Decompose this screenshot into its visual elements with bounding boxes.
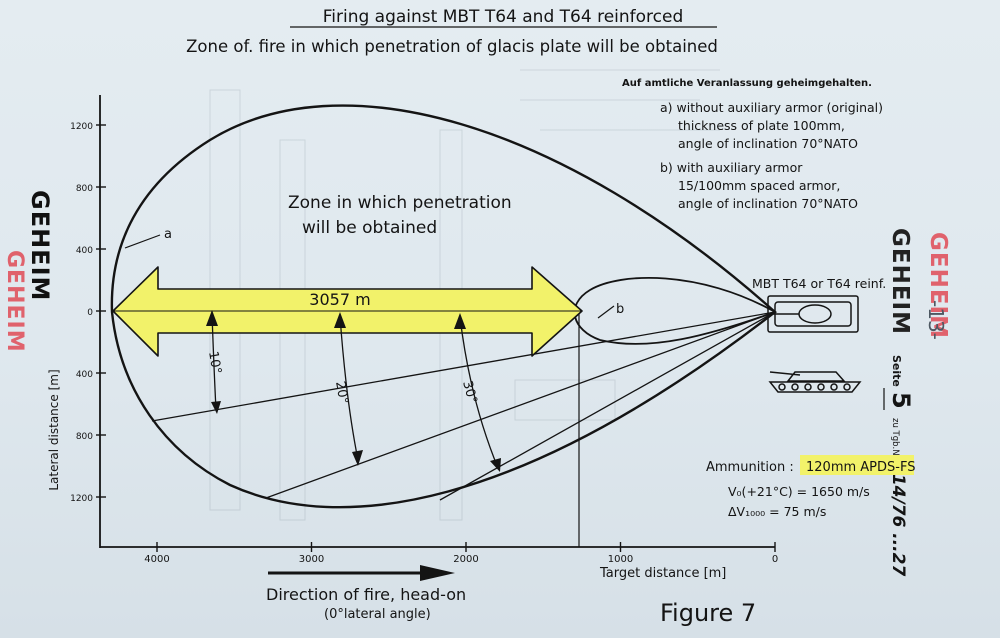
direction-arrow-head <box>420 565 455 581</box>
ammunition-value: 120mm APDS-FS <box>806 460 915 475</box>
seite-handwritten: 114/76 ...27 <box>888 462 908 576</box>
ammunition-dv: ΔV₁₀₀₀ = 75 m/s <box>728 504 826 519</box>
classification-note: Auf amtliche Veranlassung geheimgehalten… <box>622 78 872 89</box>
direction-sublabel: (0°lateral angle) <box>324 607 431 622</box>
y-tick-label: 800 <box>76 432 93 442</box>
y-tick-label: 800 <box>76 184 93 194</box>
y-axis-ticks: 1200 800 400 0 400 800 1200 <box>70 122 106 504</box>
ammunition-v0: V₀(+21°C) = 1650 m/s <box>728 484 870 499</box>
seite-label: Seite <box>890 355 903 387</box>
y-tick-label: 0 <box>87 308 93 318</box>
seite-number: 5 <box>887 392 915 409</box>
seite-ref: zu Tgb.Nr. <box>890 418 900 461</box>
y-axis-label: Lateral distance [m] <box>47 369 61 490</box>
geheim-stamp-right-red: GEHEIM <box>925 232 951 339</box>
zone-label: Zone in which penetration will be obtain… <box>288 193 517 238</box>
target-label: MBT T64 or T64 reinf. <box>752 276 886 291</box>
y-tick-label: 400 <box>76 246 93 256</box>
figure-caption: Figure 7 <box>660 599 756 627</box>
y-tick-label: 1200 <box>70 494 93 504</box>
tank-top-view-icon <box>767 295 859 333</box>
angle-arc-heads <box>206 310 501 472</box>
zone-label-line-2: will be obtained <box>302 218 437 238</box>
x-tick-label: 0 <box>772 554 778 565</box>
legend-a-line-1: a) without auxiliary armor (original) <box>660 100 883 115</box>
seite-stamp: Seite 5 zu Tgb.Nr. 114/76 ...27 <box>883 355 915 576</box>
zone-label-line-1: Zone in which penetration <box>288 193 512 213</box>
curve-b-label: b <box>616 302 624 317</box>
angle-label-30: 30° <box>459 379 479 405</box>
x-tick-label: 4000 <box>144 554 169 565</box>
legend-a-line-3: angle of inclination 70°NATO <box>678 136 858 151</box>
geheim-stamp-red: GEHEIM <box>2 250 27 353</box>
x-tick-label: 1000 <box>608 554 633 565</box>
distance-marker: 3057 m <box>309 290 370 309</box>
direction-label: Direction of fire, head-on <box>266 585 466 604</box>
angle-label-20: 20° <box>332 380 351 405</box>
diagram-subtitle: Zone of. fire in which penetration of gl… <box>186 37 718 56</box>
tank-side-view-icon <box>768 371 862 393</box>
y-tick-label: 400 <box>76 370 93 380</box>
angle-label-10: 10° <box>205 350 224 375</box>
legend-a: a) without auxiliary armor (original) th… <box>660 100 887 151</box>
x-tick-label: 2000 <box>453 554 478 565</box>
legend-b-line-1: b) with auxiliary armor <box>660 160 803 175</box>
ammunition-label: Ammunition : <box>706 460 794 475</box>
angle-arcs <box>211 313 499 469</box>
curve-a-leader <box>124 234 161 249</box>
x-axis-ticks: 4000 3000 2000 1000 0 <box>144 542 778 565</box>
legend-b-line-3: angle of inclination 70°NATO <box>678 196 858 211</box>
ammunition-highlight <box>800 455 914 475</box>
geheim-stamp-right-black: GEHEIM <box>887 228 913 335</box>
angle-rays <box>151 311 776 501</box>
diagram-title: Firing against MBT T64 and T64 reinforce… <box>323 7 684 27</box>
geheim-stamp-black: GEHEIM <box>26 190 54 301</box>
legend-b-line-2: 15/100mm spaced armor, <box>678 178 840 193</box>
legend-a-line-2: thickness of plate 100mm, <box>678 118 845 133</box>
zone-curve-a <box>110 104 777 509</box>
x-axis-label: Target distance [m] <box>599 566 726 581</box>
x-tick-label: 3000 <box>299 554 324 565</box>
page-number: -13- <box>924 300 948 340</box>
curve-b-leader <box>597 305 615 319</box>
y-tick-label: 1200 <box>70 122 93 132</box>
legend-b: b) with auxiliary armor 15/100mm spaced … <box>660 160 858 211</box>
curve-a-label: a <box>164 227 172 242</box>
